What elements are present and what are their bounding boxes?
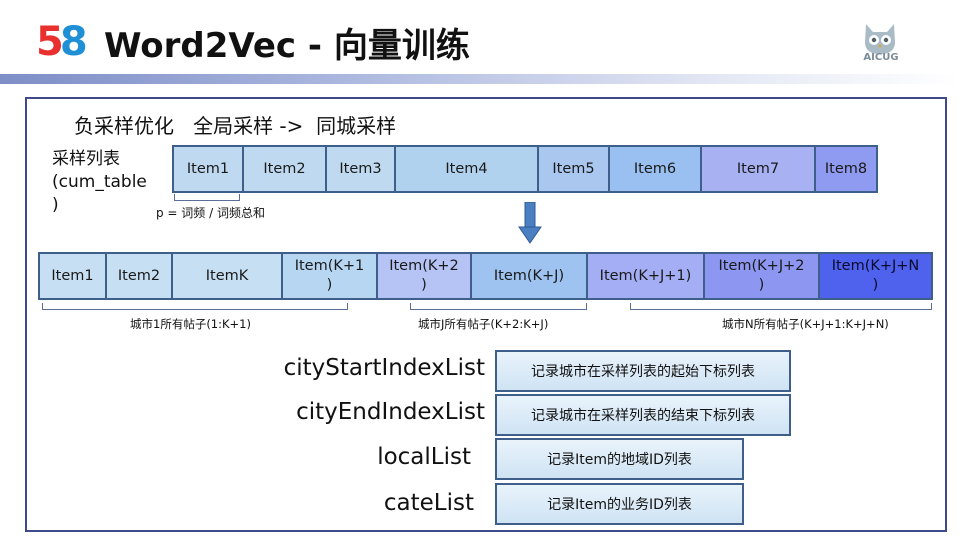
- cum-table-cell: Item2: [244, 147, 327, 191]
- cum-table-row: Item1 Item2 Item3 Item4 Item5 Item6 Item…: [172, 145, 878, 193]
- cum-table-cell: Item8: [816, 147, 876, 191]
- cityn-brace: [630, 303, 932, 310]
- list-desc-local: 记录Item的地域ID列表: [495, 438, 744, 480]
- cum-table-cell: Item6: [610, 147, 702, 191]
- list-desc-city-start: 记录城市在采样列表的起始下标列表: [495, 350, 791, 392]
- cum-table-label: 采样列表 (cum_table ): [52, 149, 147, 215]
- cityj-brace: [410, 303, 587, 310]
- city-table-cell: Item(K+J): [472, 254, 588, 298]
- page-title: Word2Vec - 向量训练: [104, 26, 470, 66]
- list-name-local: localList: [377, 444, 471, 470]
- list-name-city-end: cityEndIndexList: [296, 399, 485, 425]
- city1-note: 城市1所有帖子(1:K+1): [130, 317, 251, 331]
- city-table-cell: Item2: [107, 254, 173, 298]
- city-table-cell: ItemK: [173, 254, 283, 298]
- cum-table-cell: Item1: [174, 147, 244, 191]
- item1-brace: [174, 194, 240, 201]
- cum-table-cell: Item7: [702, 147, 816, 191]
- logo-digit-8: 8: [59, 19, 88, 65]
- probability-note: p = 词频 / 词频总和: [156, 206, 265, 220]
- city-table-cell: Item(K+J+N ): [820, 254, 931, 298]
- list-name-city-start: cityStartIndexList: [283, 355, 485, 381]
- logo-digit-5: 5: [36, 19, 64, 65]
- city-table-cell: Item(K+J+2 ): [705, 254, 820, 298]
- aicug-owl-logo-icon: [865, 24, 895, 54]
- brand-text: AICUG: [863, 52, 899, 63]
- city1-brace: [42, 303, 348, 310]
- list-desc-cate: 记录Item的业务ID列表: [495, 483, 744, 525]
- list-name-cate: cateList: [383, 490, 474, 516]
- cum-table-cell: Item4: [396, 147, 539, 191]
- list-desc-city-end: 记录城市在采样列表的结束下标列表: [495, 394, 791, 436]
- cityj-note: 城市J所有帖子(K+2:K+J): [418, 317, 549, 331]
- cum-table-cell: Item3: [327, 147, 396, 191]
- down-arrow-icon: [518, 202, 542, 244]
- city-table-cell: Item(K+2 ): [378, 254, 472, 298]
- cum-table-cell: Item5: [539, 147, 610, 191]
- header-divider-bar: [0, 74, 960, 84]
- city-sorted-table-row: Item1 Item2 ItemK Item(K+1 ) Item(K+2 ) …: [38, 252, 933, 300]
- cityn-note: 城市N所有帖子(K+J+1:K+J+N): [722, 317, 889, 331]
- city-table-cell: Item1: [40, 254, 107, 298]
- brand-58-logo: 58: [36, 22, 88, 62]
- city-table-cell: Item(K+J+1): [588, 254, 705, 298]
- city-table-cell: Item(K+1 ): [283, 254, 378, 298]
- section-subtitle: 负采样优化 全局采样 -> 同城采样: [74, 114, 397, 138]
